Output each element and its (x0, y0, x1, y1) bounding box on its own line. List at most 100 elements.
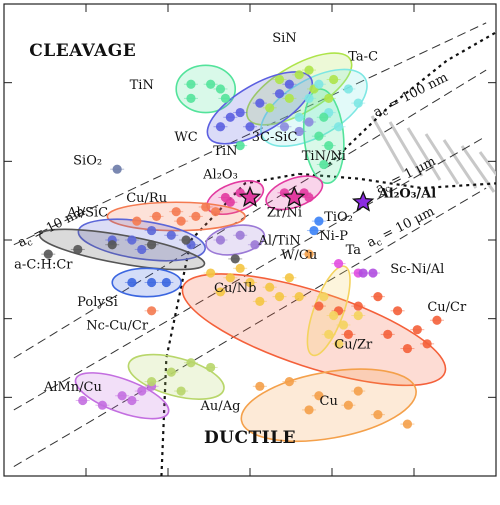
point-tin-ni (319, 159, 329, 170)
point-almn-cu (127, 395, 137, 406)
series-points (41, 65, 444, 429)
point-wc (255, 98, 265, 108)
label-al-sic: Al/SiC (66, 205, 108, 220)
point-cu-cr (422, 339, 432, 349)
point-au-ag (166, 367, 176, 377)
scale-label-sub: c (381, 108, 390, 119)
point-al2o3 (225, 197, 235, 207)
label-al2o3: Al₂O₃ (202, 168, 238, 183)
point-sc-ni-al (368, 268, 378, 278)
point-cu-nb (206, 268, 216, 278)
hatch-mark (370, 115, 406, 173)
label-w-cu: W/Cu (281, 248, 317, 263)
point-cu (304, 405, 314, 415)
point-au-ag (176, 386, 186, 396)
boundary-line-2 (299, 172, 496, 190)
label-tin: TiN (130, 78, 154, 93)
point-tin-ni (319, 112, 329, 122)
point-sin (324, 93, 334, 103)
point-au-ag (147, 377, 157, 387)
hatch-mark (478, 151, 496, 177)
label-ta: Ta (346, 243, 362, 258)
point-cu-ru (171, 207, 181, 217)
point-cu-cr (343, 329, 353, 339)
point-cu-zr (333, 339, 344, 349)
point-tin (215, 84, 226, 94)
point-3c-sic (304, 117, 314, 127)
scale-line-1-m (13, 135, 487, 411)
point-al-sic (147, 225, 157, 236)
star-al2o3 (238, 185, 262, 207)
point-al-tin (235, 230, 245, 240)
point-sin (294, 70, 304, 80)
label-cu-ru: Cu/Ru (126, 191, 167, 206)
point-polysi (127, 277, 137, 288)
region-label-ductile: DUCTILE (204, 428, 296, 448)
label-cu-zr: Cu/Zr (334, 338, 373, 353)
label-al2o3-al: Al₂O₃/Al (378, 187, 437, 202)
point-cu-ru (151, 211, 162, 221)
point-zr-ni (304, 192, 314, 203)
point-au-ag (206, 362, 216, 373)
point-cu-cr (402, 343, 413, 354)
hatch-mark (424, 133, 460, 185)
region-cu (240, 368, 417, 442)
point-cu-zr (353, 310, 363, 321)
point-cu (353, 386, 363, 396)
point-cu-cr (393, 306, 403, 316)
point-cu (373, 410, 383, 420)
point-almn-cu (137, 386, 147, 396)
scale-line-10-m (13, 187, 487, 467)
point-cu-cr (412, 325, 422, 335)
point-cu-nb (215, 287, 226, 297)
point-ta-c (343, 84, 353, 94)
point-ni-p (309, 225, 319, 236)
point-tin-ni (324, 141, 334, 151)
point-ta-c (353, 98, 363, 108)
label-sio2: SiO₂ (73, 153, 102, 168)
region-cu-ru (106, 201, 246, 232)
point-al-sic (166, 230, 176, 240)
region-al-tin (205, 224, 266, 256)
label-ta-c: Ta-C (348, 50, 378, 65)
point-tin-ni (314, 131, 324, 141)
point-cu (343, 400, 353, 410)
point-sin (329, 74, 339, 85)
point-cu-cr (353, 301, 363, 311)
point-cu-cr (432, 315, 442, 325)
label-wc: WC (174, 130, 197, 145)
point-cu-nb (284, 273, 294, 283)
star-al2o3-al (351, 190, 375, 212)
point-wc (235, 107, 245, 118)
label-au-ag: Au/Ag (200, 399, 241, 414)
point-cu-cr (373, 292, 383, 302)
point-wc (215, 122, 226, 132)
point-polysi (147, 277, 157, 288)
label-zr-ni: Zr/Ni (267, 205, 302, 220)
point-sin (304, 65, 314, 75)
point-ta-c (294, 112, 304, 122)
axis-ticks (4, 4, 496, 476)
point-tin (206, 79, 216, 89)
point-sio2 (112, 164, 122, 174)
label-almn-cu: AlMn/Cu (43, 380, 102, 395)
region-label-cleavage: CLEAVAGE (29, 41, 136, 61)
point-au-ag (186, 358, 196, 368)
point-ta-c (333, 122, 344, 132)
point-cu-ru (191, 211, 201, 221)
point-wc (274, 89, 285, 99)
point-polysi (161, 277, 171, 288)
point-a-c-h-cr (181, 235, 191, 245)
scale-line-100-nm (13, 69, 487, 359)
point-cu-ru (201, 202, 211, 212)
point-cu-cr (314, 301, 324, 311)
point-al-tin (215, 235, 226, 245)
point-tin (235, 141, 245, 151)
point-w-cu (304, 249, 314, 259)
label-sin: SiN (272, 31, 296, 46)
label-3c-sic: 3C-SiC (252, 130, 298, 145)
region-al-sic (77, 218, 206, 262)
scale-label-sub: c (375, 238, 384, 249)
